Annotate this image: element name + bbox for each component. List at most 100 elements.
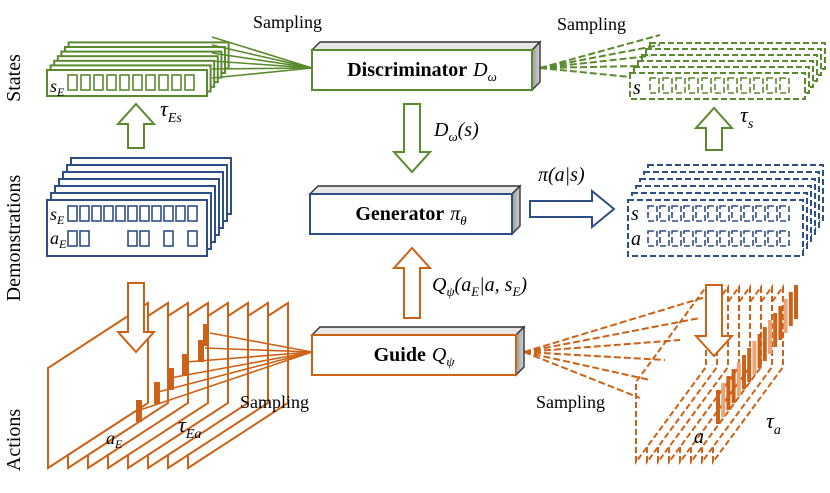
- expert-state-cell: [132, 74, 143, 91]
- generated-state-stack: [629, 42, 826, 100]
- demo-state-label: sE: [50, 204, 65, 227]
- generated-action-mark: [747, 348, 752, 382]
- demo-state-cell: [91, 205, 102, 222]
- expert-action-slices: [47, 301, 289, 470]
- expert-action-mark: [182, 354, 188, 376]
- sampling-label-bottom-right: Sampling: [536, 392, 605, 412]
- generated-state-cell: [779, 77, 790, 94]
- expert-action-mark: [198, 340, 204, 362]
- generated-state-label: s: [633, 77, 641, 99]
- gen-action-cell: [719, 230, 730, 247]
- expert-state-cell: [145, 74, 156, 91]
- generated-state-cell: [766, 77, 777, 94]
- gen-state-cell: [683, 205, 694, 222]
- gen-action-cell: [659, 230, 670, 247]
- gen-action-cell: [683, 230, 694, 247]
- generated-state-cell: [753, 77, 764, 94]
- expert-state-cell: [106, 74, 117, 91]
- generated-state-cell: [662, 77, 673, 94]
- generated-state-cell: [727, 77, 738, 94]
- sampling-label-top-left: Sampling: [253, 12, 322, 32]
- demo-action-cell: [163, 230, 174, 247]
- expert-state-cell: [93, 74, 104, 91]
- expert-state-stack: [46, 41, 230, 97]
- generated-state-cell: [701, 77, 712, 94]
- generated-trajectory-stack: [627, 164, 824, 257]
- arrow-disc-to-gen: [391, 103, 433, 174]
- gen-state-cell: [647, 205, 658, 222]
- demo-state-cell: [163, 205, 174, 222]
- generated-action-mark: [716, 390, 720, 424]
- generated-state-cell: [714, 77, 725, 94]
- gen-action-cell: [695, 230, 706, 247]
- generated-state-cell: [740, 77, 751, 94]
- generated-action-mark: [768, 320, 772, 354]
- generated-action-mark: [731, 369, 736, 403]
- arrow-gen-to-output: [529, 188, 616, 230]
- row-label-states: States: [3, 54, 25, 102]
- gen-state-cell: [659, 205, 670, 222]
- expert-state-cell: [67, 74, 78, 91]
- gen-state-cell: [767, 205, 778, 222]
- expert-action-mark: [168, 368, 174, 390]
- demo-state-cell: [115, 205, 126, 222]
- demo-state-cell: [67, 205, 78, 222]
- row-label-demonstrations: Demonstrations: [3, 174, 25, 301]
- generated-action-mark: [726, 376, 731, 410]
- demo-state-cell: [151, 205, 162, 222]
- expert-state-cell: [184, 74, 195, 91]
- d-omega-s-label: Dω(s): [433, 119, 479, 144]
- expert-action-slice: [47, 301, 149, 470]
- generated-state-cell: [675, 77, 686, 94]
- expert-action-slice-label: aE: [106, 428, 123, 451]
- sampling-label-top-right: Sampling: [557, 14, 626, 34]
- gen-action-cell: [707, 230, 718, 247]
- generated-action-mark: [757, 334, 762, 368]
- demo-state-cell: [139, 205, 150, 222]
- gen-action-cell: [779, 230, 790, 247]
- generated-action-mark: [794, 285, 798, 319]
- generated-action-mark: [752, 341, 757, 375]
- demo-action-cell: [79, 230, 90, 247]
- sampling-lines-bottom-left: [139, 332, 313, 411]
- gen-action-cell: [671, 230, 682, 247]
- demo-action-cell: [139, 230, 150, 247]
- demo-action-label: aE: [50, 228, 67, 251]
- generated-action-mark: [742, 355, 746, 389]
- gen-state-cell: [743, 205, 754, 222]
- row-label-actions: Actions: [3, 409, 25, 471]
- gen-action-cell: [647, 230, 658, 247]
- arrow-gen-to-actions: [693, 284, 735, 358]
- expert-state-cell: [119, 74, 130, 91]
- arrow-demo-to-states: [115, 102, 157, 149]
- q-psi-label: Qψ(aE|a, sE): [432, 274, 527, 299]
- gen-state-cell: [707, 205, 718, 222]
- gen-state-cell: [755, 205, 766, 222]
- sampling-lines-top-left: [211, 36, 313, 79]
- demo-action-cell: [187, 230, 198, 247]
- demo-state-cell: [175, 205, 186, 222]
- tau-a-label: τa: [766, 408, 781, 438]
- demo-action-cell: [127, 230, 138, 247]
- gen-state-cell: [719, 205, 730, 222]
- tau-s-label: τs: [740, 102, 754, 132]
- expert-action-mark: [203, 324, 209, 346]
- generated-state-cell: [688, 77, 699, 94]
- expert-state-label: sE: [50, 76, 65, 99]
- arrow-gen-to-states: [693, 106, 735, 151]
- gen-action-label: a: [631, 228, 641, 250]
- tau-es-label: τEs: [160, 96, 182, 126]
- gen-state-label: s: [631, 203, 639, 225]
- generated-state-cell: [649, 77, 660, 94]
- expert-state-cell: [80, 74, 91, 91]
- generated-action-mark: [762, 327, 767, 361]
- generated-action-mark: [773, 313, 778, 347]
- gen-action-cell: [755, 230, 766, 247]
- gen-state-cell: [779, 205, 790, 222]
